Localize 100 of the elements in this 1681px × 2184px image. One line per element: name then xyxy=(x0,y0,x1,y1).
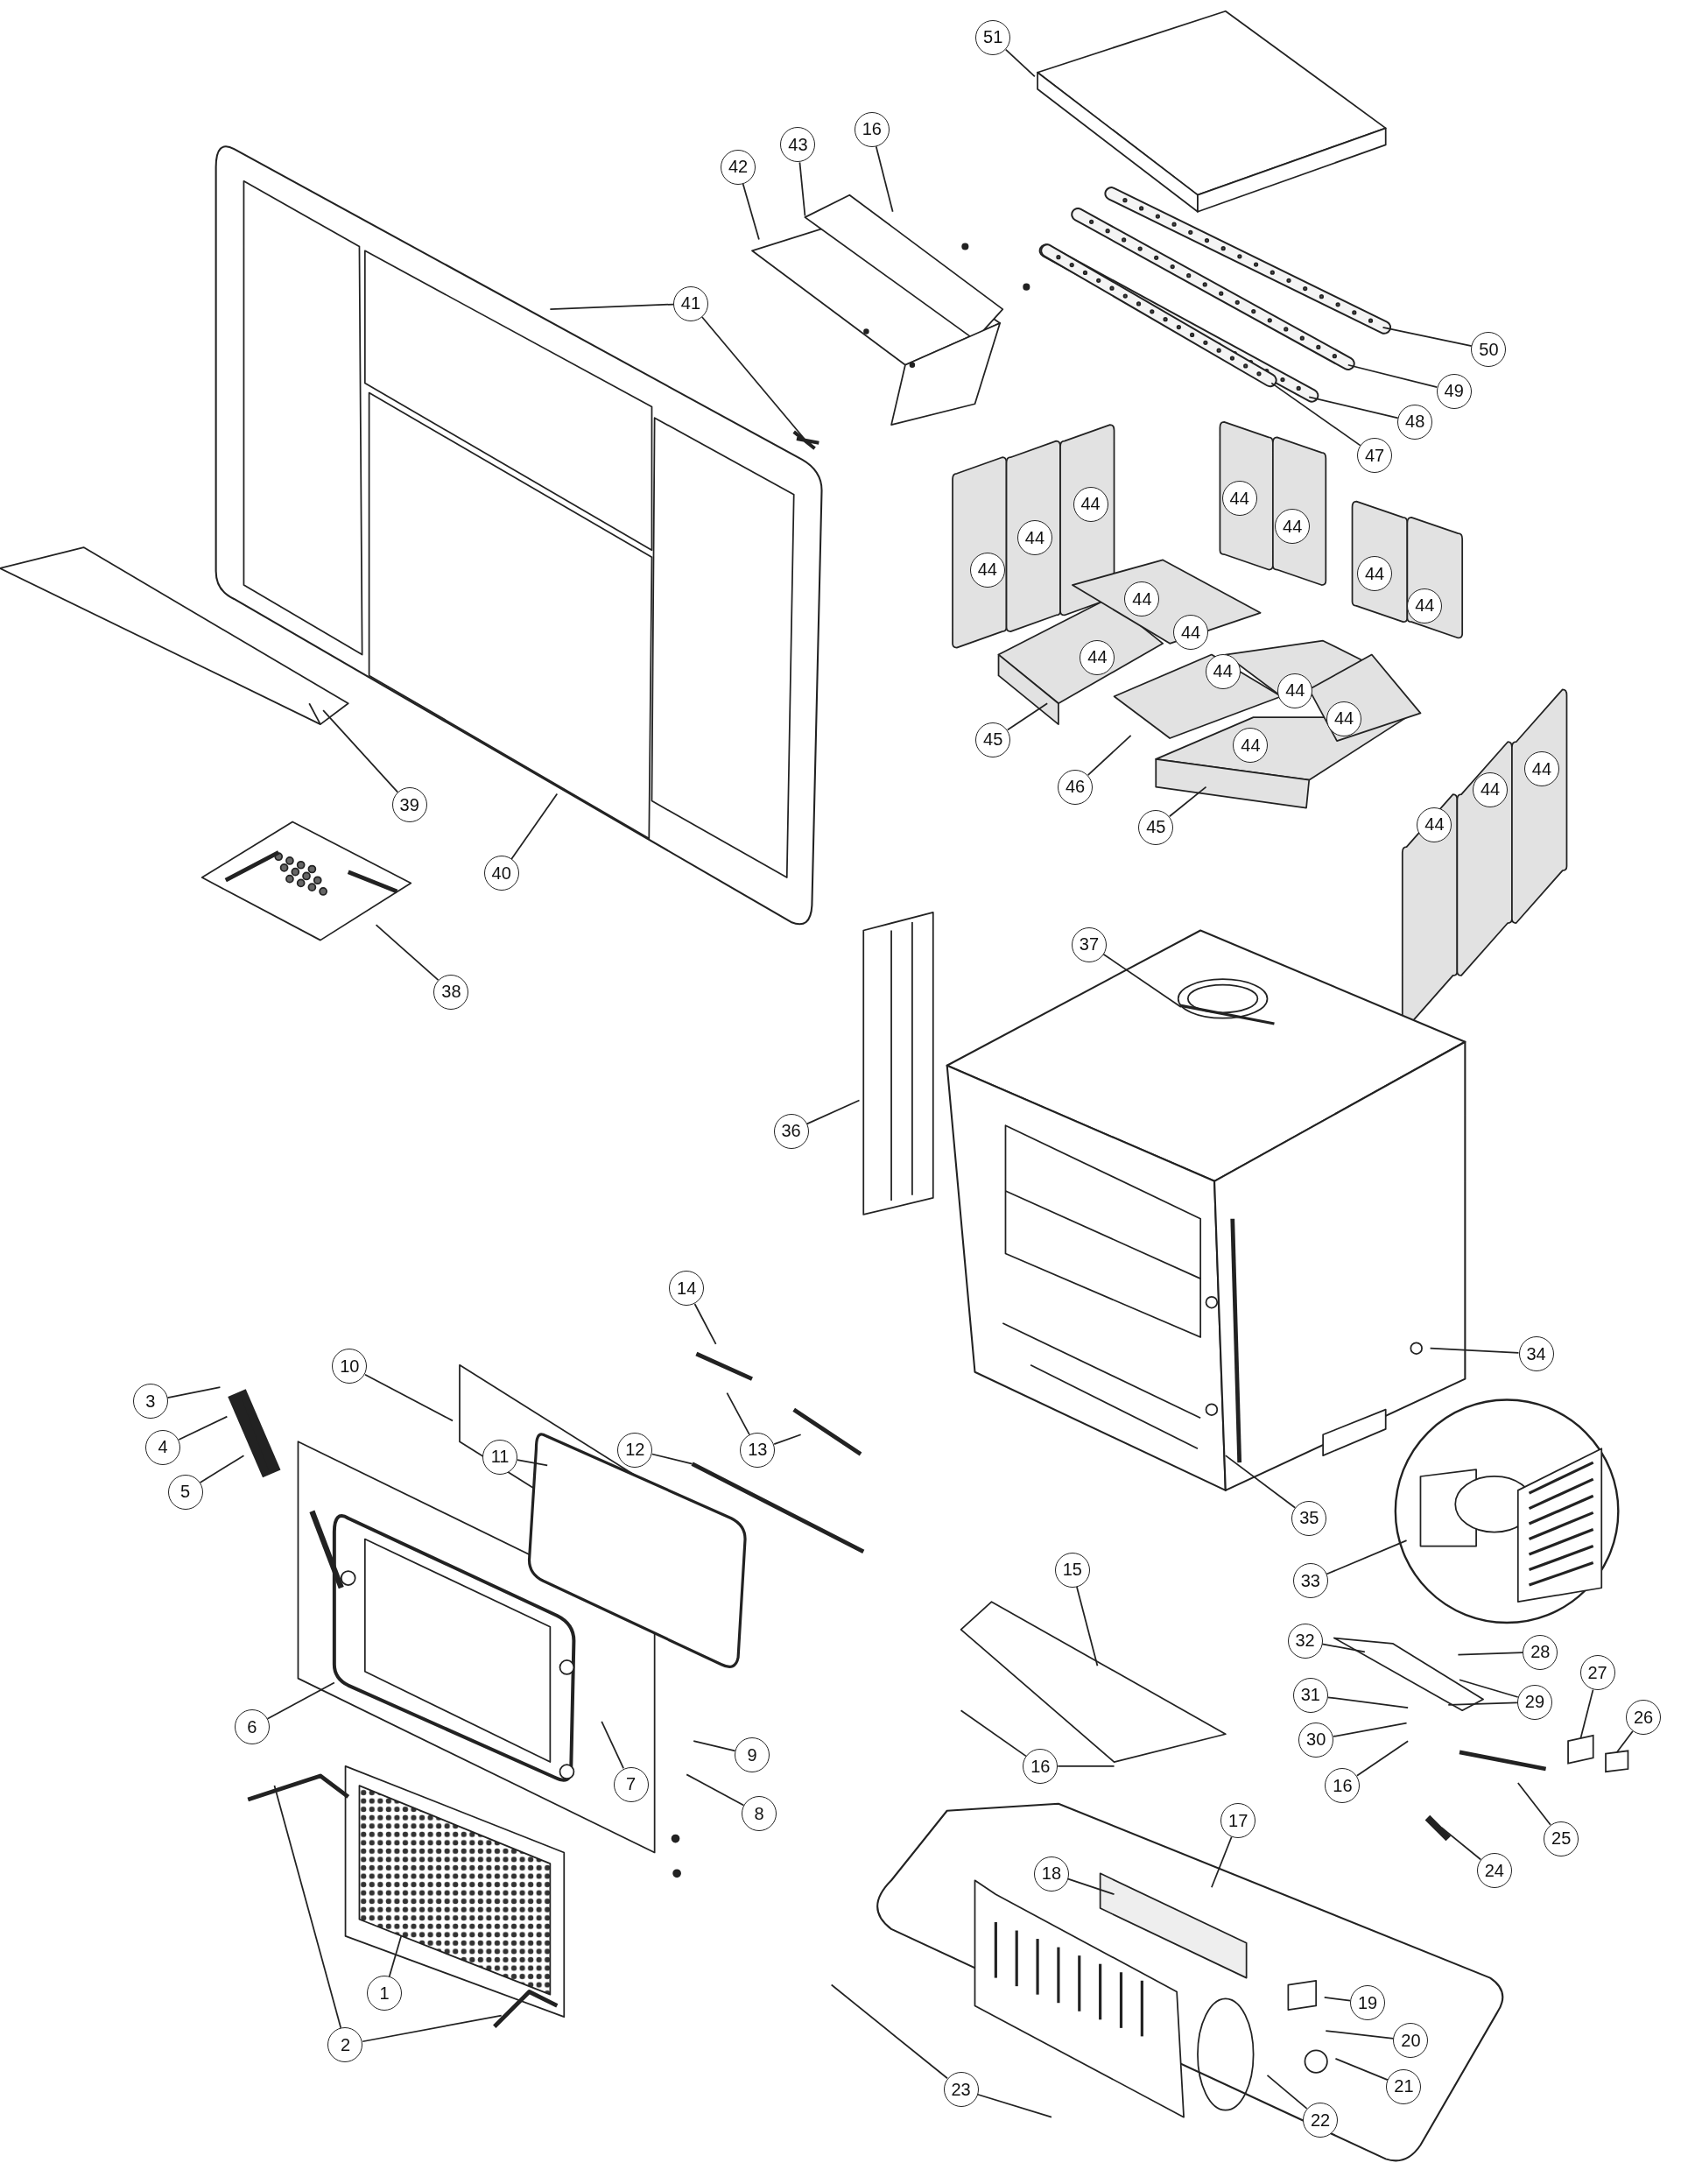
callout-number: 33 xyxy=(1292,1563,1328,1599)
leader-line xyxy=(1326,1539,1408,1575)
leader-line xyxy=(1332,1722,1408,1737)
callout-number: 46 xyxy=(1058,769,1094,805)
callout-number: 6 xyxy=(234,1709,270,1745)
callout-number: 10 xyxy=(332,1349,368,1384)
leader-line xyxy=(1615,1730,1634,1753)
callout-number: 34 xyxy=(1518,1336,1554,1372)
clip-drawing xyxy=(1605,1750,1629,1773)
callout-number: 16 xyxy=(1325,1768,1361,1804)
leader-line xyxy=(549,303,674,310)
callout-number: 31 xyxy=(1292,1677,1328,1713)
callout-number: 42 xyxy=(721,149,756,185)
callout-number: 38 xyxy=(433,974,469,1010)
leader-line xyxy=(1579,1688,1594,1739)
leader-line xyxy=(1447,1701,1518,1706)
leader-line xyxy=(976,2093,1052,2118)
callout-number: 14 xyxy=(669,1271,705,1307)
leader-line xyxy=(960,1709,1027,1758)
leader-line xyxy=(1459,1679,1519,1698)
leader-line xyxy=(773,1434,802,1445)
callout-number: 2 xyxy=(327,2027,363,2063)
callout-number: 51 xyxy=(975,19,1011,55)
leader-line xyxy=(1334,2057,1389,2081)
leader-line xyxy=(1308,396,1399,419)
leader-line xyxy=(651,1453,693,1465)
callout-number: 48 xyxy=(1397,405,1433,440)
leader-line xyxy=(1006,702,1049,731)
leader-line xyxy=(322,709,399,793)
leader-line xyxy=(362,2014,503,2043)
leader-line xyxy=(388,1935,403,1977)
leader-line xyxy=(178,1415,229,1441)
leader-line xyxy=(1076,1586,1099,1667)
callout-number: 4 xyxy=(145,1429,181,1465)
leader-line xyxy=(1211,1835,1233,1889)
callout-number: 41 xyxy=(673,285,708,321)
callout-number: 50 xyxy=(1471,332,1507,368)
leader-line xyxy=(693,1740,736,1752)
leader-line xyxy=(830,1983,948,2080)
leader-line xyxy=(199,1455,245,1483)
leader-line xyxy=(1325,2030,1395,2040)
leader-line xyxy=(364,1373,454,1422)
callout-number: 16 xyxy=(1023,1749,1059,1785)
leader-line xyxy=(1429,1347,1520,1354)
leader-line xyxy=(1323,1997,1352,2002)
leader-line xyxy=(1321,1643,1366,1653)
callout-number: 8 xyxy=(741,1796,777,1832)
callout-number: 45 xyxy=(1138,809,1174,845)
leader-line xyxy=(742,183,760,241)
callout-number: 29 xyxy=(1516,1684,1552,1720)
callout-number: 23 xyxy=(943,2072,979,2108)
leader-line xyxy=(686,1773,745,1807)
leader-line xyxy=(1224,1455,1297,1509)
callout-number: 15 xyxy=(1054,1552,1090,1588)
callout-number: 32 xyxy=(1287,1623,1323,1659)
callout-number: 5 xyxy=(167,1474,203,1510)
leader-line xyxy=(798,161,806,217)
callout-number: 30 xyxy=(1298,1722,1334,1758)
callout-number: 39 xyxy=(391,787,427,823)
callout-number: 13 xyxy=(740,1432,776,1468)
leader-line xyxy=(1057,1765,1115,1767)
leader-line xyxy=(805,1099,861,1125)
leader-line xyxy=(1102,953,1182,1008)
leader-line xyxy=(516,1459,549,1467)
callout-number: 47 xyxy=(1357,438,1393,474)
callout-number: 26 xyxy=(1626,1700,1662,1736)
callout-number: 12 xyxy=(617,1432,653,1468)
leader-line xyxy=(726,1391,750,1436)
callout-number: 35 xyxy=(1291,1500,1327,1536)
leader-line xyxy=(266,1681,335,1720)
callout-number: 45 xyxy=(975,722,1011,757)
leader-line xyxy=(1326,1696,1410,1708)
leader-line xyxy=(1266,2075,1308,2110)
leader-line xyxy=(1067,1878,1115,1896)
leader-line xyxy=(1516,1782,1551,1826)
callout-number: 1 xyxy=(367,1976,403,2011)
callout-number: 24 xyxy=(1476,1853,1512,1889)
callout-number: 17 xyxy=(1220,1803,1256,1839)
leader-line xyxy=(875,145,894,213)
callout-number: 3 xyxy=(132,1384,168,1420)
leader-line xyxy=(375,924,440,982)
callout-number: 25 xyxy=(1544,1821,1579,1856)
leader-line xyxy=(1168,786,1207,818)
leader-line xyxy=(1356,1740,1410,1777)
leader-line xyxy=(1270,382,1361,447)
callout-number: 36 xyxy=(773,1113,809,1149)
callout-number: 49 xyxy=(1436,374,1472,409)
leader-line xyxy=(1004,48,1036,78)
callout-number: 9 xyxy=(735,1737,770,1773)
leader-line xyxy=(693,1303,717,1345)
leader-line xyxy=(1440,1826,1482,1861)
leader-line xyxy=(601,1721,625,1770)
leader-line xyxy=(1382,326,1473,347)
callout-number: 37 xyxy=(1071,926,1107,962)
leader-line xyxy=(166,1386,222,1399)
bracket-drawing xyxy=(1567,1734,1594,1765)
leader-line xyxy=(510,793,559,860)
leader-line xyxy=(273,1785,342,2029)
callout-number: 16 xyxy=(854,111,890,147)
callout-number: 28 xyxy=(1523,1634,1558,1670)
